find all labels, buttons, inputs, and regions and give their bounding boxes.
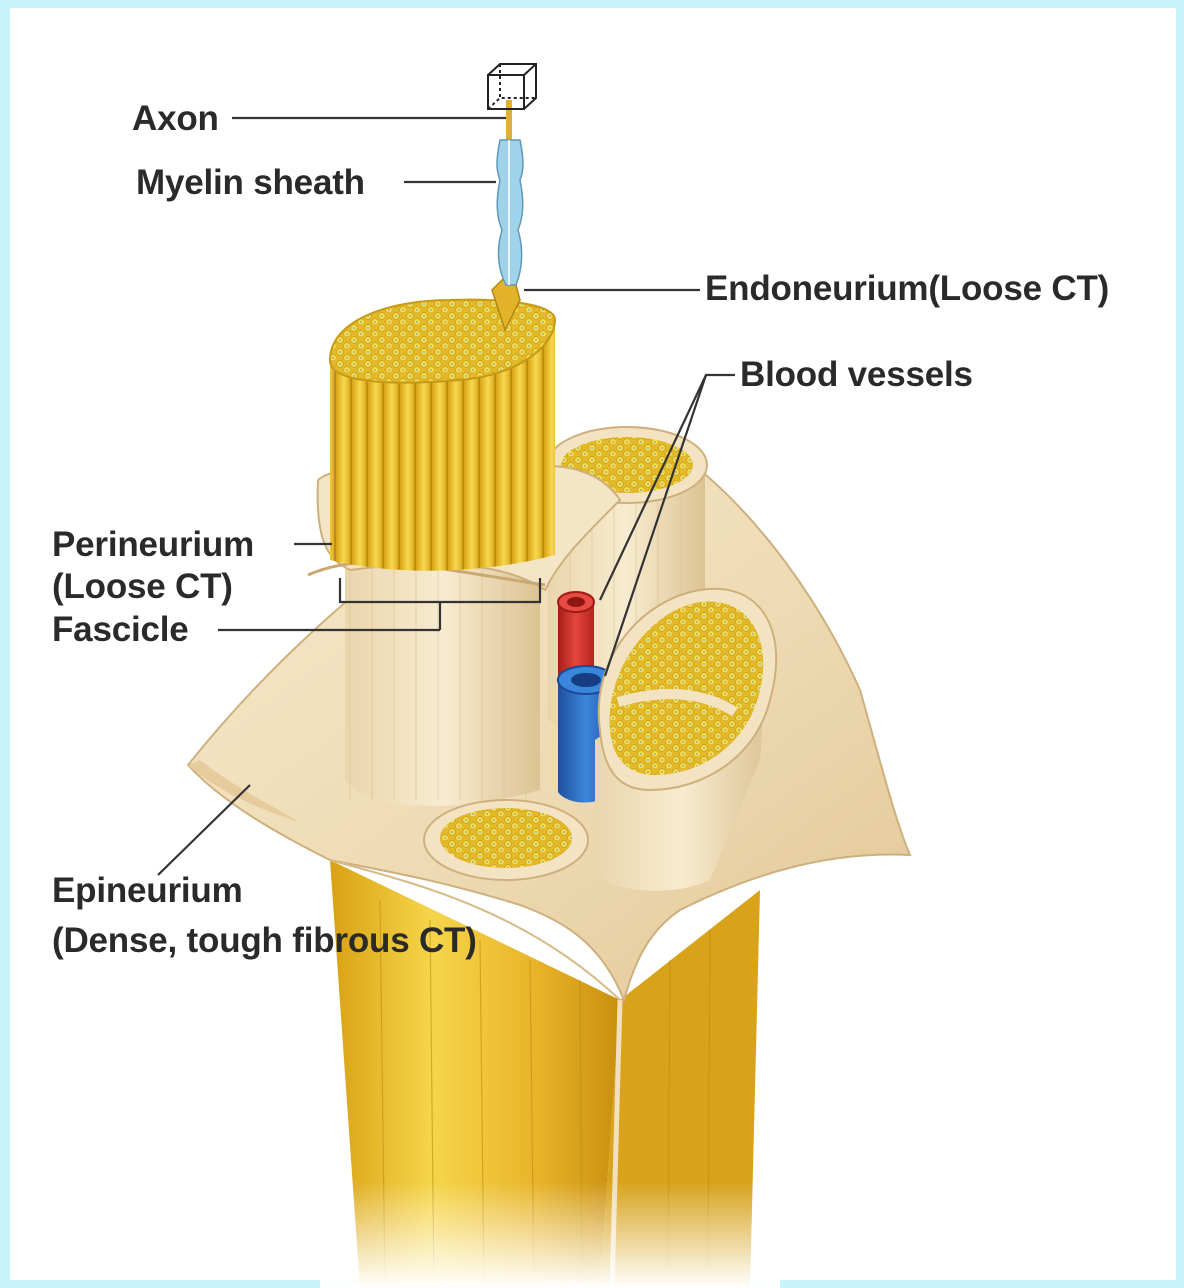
label-endoneurium: Endoneurium(Loose CT)	[705, 266, 1109, 312]
label-perineurium: Perineurium (Loose CT)	[52, 522, 254, 610]
label-epineurium-line2: (Dense, tough fibrous CT)	[52, 918, 477, 964]
label-blood-vessels: Blood vessels	[740, 352, 973, 398]
myelinated-axon	[492, 100, 523, 330]
label-epineurium-line1: Epineurium	[52, 868, 477, 914]
label-epineurium: Epineurium (Dense, tough fibrous CT)	[52, 868, 477, 964]
label-perineurium-line1: Perineurium	[52, 522, 254, 568]
nerve-fiber-bundle	[330, 300, 555, 571]
label-perineurium-line2: (Loose CT)	[52, 564, 254, 610]
label-fascicle: Fascicle	[52, 607, 189, 653]
label-axon: Axon	[132, 96, 219, 142]
label-myelin-sheath: Myelin sheath	[136, 160, 365, 206]
